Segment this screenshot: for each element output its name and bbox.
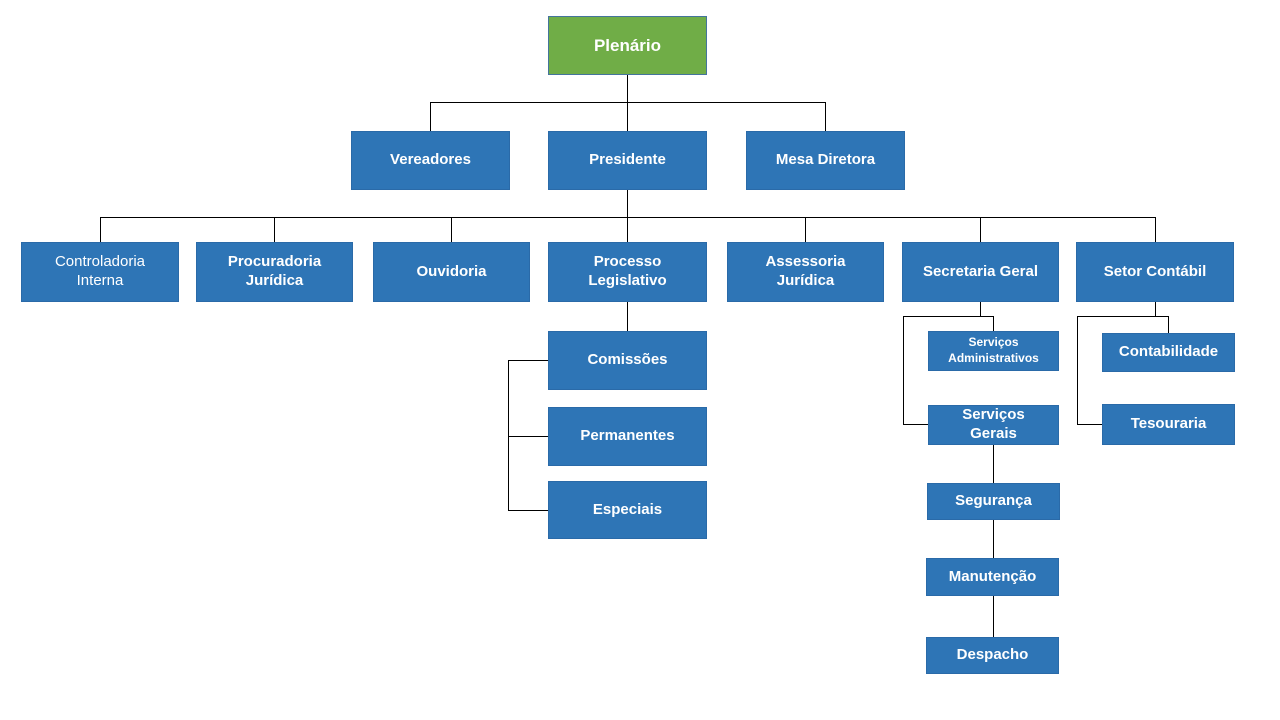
connector-contabil-rail — [1077, 316, 1078, 424]
connector-rail-controladoria — [100, 217, 101, 242]
org-node-presidente: Presidente — [548, 131, 707, 190]
org-node-comissoes: Comissões — [548, 331, 707, 390]
connector-rail-vereadores — [430, 102, 431, 131]
connector-stub-servicos-gerais — [903, 424, 928, 425]
org-node-vereadores: Vereadores — [351, 131, 510, 190]
org-node-assessoria-juridica: Assessoria Jurídica — [727, 242, 884, 302]
connector-rail-mesa-diretora — [825, 102, 826, 131]
connector-contabil-down — [1155, 302, 1156, 316]
connector-stub-comissoes — [508, 360, 548, 361]
connector-rail-secretaria — [980, 217, 981, 242]
connector-comissoes-rail — [508, 360, 509, 510]
connector-plenario-presidente — [627, 75, 628, 131]
connector-presidente-down — [627, 190, 628, 242]
org-node-especiais: Especiais — [548, 481, 707, 539]
org-node-servicos-administrativos: Serviços Administrativos — [928, 331, 1059, 371]
org-node-despacho: Despacho — [926, 637, 1059, 674]
connector-stub-especiais — [508, 510, 548, 511]
connector-level2-rail — [430, 102, 826, 103]
connector-into-servicos-adm — [993, 316, 994, 331]
connector-secretaria-elbow — [903, 316, 994, 317]
org-node-setor-contabil: Setor Contábil — [1076, 242, 1234, 302]
connector-secretaria-down — [980, 302, 981, 316]
connector-rail-ouvidoria — [451, 217, 452, 242]
connector-rail-setor-contabil — [1155, 217, 1156, 242]
connector-rail-assessoria — [805, 217, 806, 242]
connector-into-contabilidade — [1168, 316, 1169, 333]
org-node-procuradoria-juridica: Procuradoria Jurídica — [196, 242, 353, 302]
connector-stub-permanentes — [508, 436, 548, 437]
connector-manutencao-despacho — [993, 596, 994, 637]
org-node-servicos-gerais: Serviços Gerais — [928, 405, 1059, 445]
org-node-contabilidade: Contabilidade — [1102, 333, 1235, 372]
org-node-secretaria-geral: Secretaria Geral — [902, 242, 1059, 302]
connector-secretaria-rail — [903, 316, 904, 424]
connector-stub-tesouraria — [1077, 424, 1102, 425]
org-node-manutencao: Manutenção — [926, 558, 1059, 596]
connector-seguranca-manutencao — [993, 520, 994, 558]
connector-rail-procuradoria — [274, 217, 275, 242]
org-node-plenario: Plenário — [548, 16, 707, 75]
org-node-seguranca: Segurança — [927, 483, 1060, 520]
connector-level3-rail — [100, 217, 1156, 218]
org-node-controladoria-interna: Controladoria Interna — [21, 242, 179, 302]
org-node-permanentes: Permanentes — [548, 407, 707, 466]
connector-gerais-seguranca — [993, 445, 994, 483]
org-node-tesouraria: Tesouraria — [1102, 404, 1235, 445]
org-node-processo-legislativo: Processo Legislativo — [548, 242, 707, 302]
org-node-ouvidoria: Ouvidoria — [373, 242, 530, 302]
connector-processo-comissoes — [627, 302, 628, 331]
org-node-mesa-diretora: Mesa Diretora — [746, 131, 905, 190]
connector-contabil-elbow — [1077, 316, 1169, 317]
